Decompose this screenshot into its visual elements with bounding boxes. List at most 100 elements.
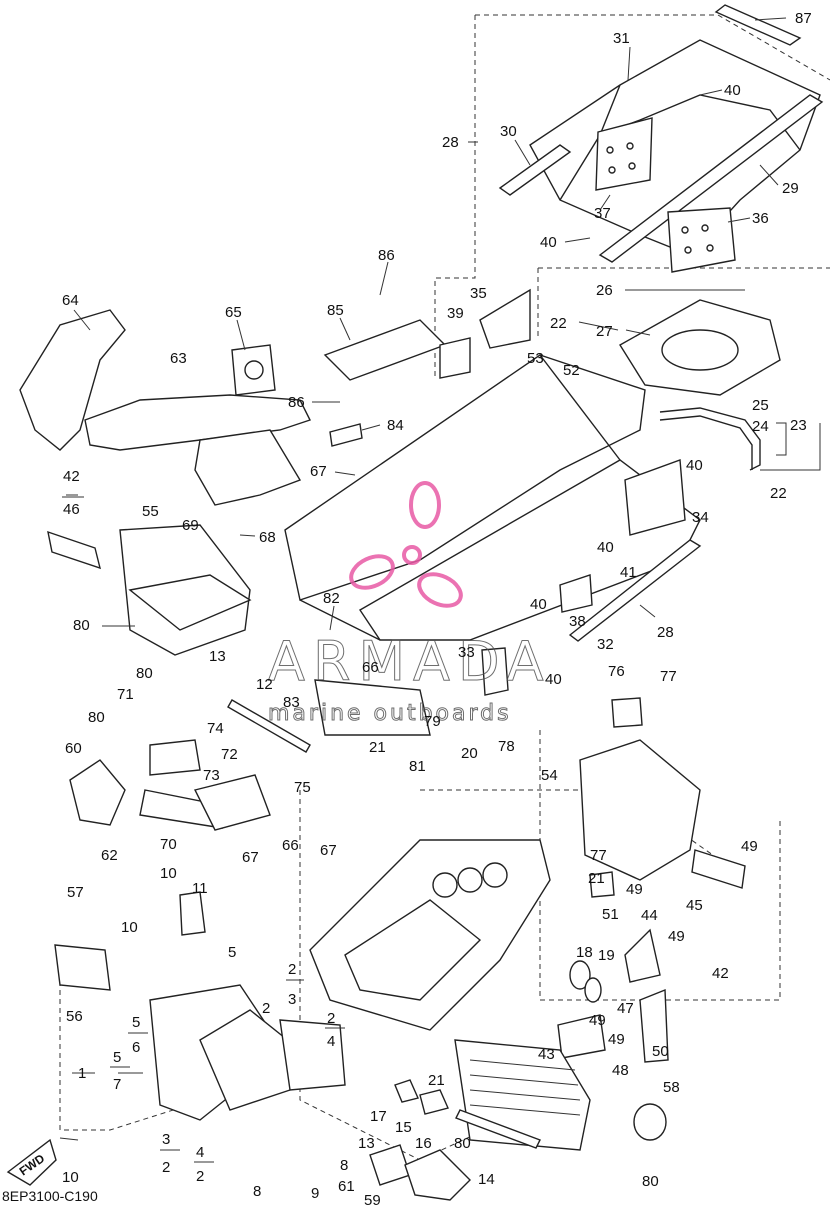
group-brackets xyxy=(62,422,821,1163)
callout-80: 80 xyxy=(136,665,153,682)
callout-52: 52 xyxy=(563,362,580,379)
callout-66: 66 xyxy=(282,837,299,854)
callout-62: 62 xyxy=(101,847,118,864)
callout-70: 70 xyxy=(160,836,177,853)
part-12-shaft xyxy=(227,699,311,753)
part-72-bracket xyxy=(193,774,271,831)
callout-36: 36 xyxy=(752,210,769,227)
part-60-mount xyxy=(69,759,126,826)
callout-67: 67 xyxy=(320,842,337,859)
part-54-guard xyxy=(579,739,701,881)
part-85-plate xyxy=(323,319,447,381)
callout-71: 71 xyxy=(117,686,134,703)
callout-40: 40 xyxy=(597,539,614,556)
callout-80: 80 xyxy=(88,709,105,726)
callout-5: 5 xyxy=(113,1049,121,1066)
part-45-plate xyxy=(691,849,746,889)
callout-38: 38 xyxy=(569,613,586,630)
callout-67: 67 xyxy=(242,849,259,866)
callout-19: 19 xyxy=(598,947,615,964)
callout-58: 58 xyxy=(663,1079,680,1096)
callout-77: 77 xyxy=(590,847,607,864)
callout-2: 2 xyxy=(327,1010,335,1027)
callout-37: 37 xyxy=(594,205,611,222)
callout-10: 10 xyxy=(62,1169,79,1186)
callout-76: 76 xyxy=(608,663,625,680)
callout-24: 24 xyxy=(752,418,769,435)
callout-12: 12 xyxy=(256,676,273,693)
callout-13: 13 xyxy=(358,1135,375,1152)
callout-57: 57 xyxy=(67,884,84,901)
callout-3: 3 xyxy=(288,991,296,1008)
part-63-bar xyxy=(84,394,311,451)
callout-28: 28 xyxy=(657,624,674,641)
callout-2: 2 xyxy=(196,1168,204,1185)
callout-29: 29 xyxy=(782,180,799,197)
callout-72: 72 xyxy=(221,746,238,763)
callout-40: 40 xyxy=(540,234,557,251)
part-14-shaft xyxy=(455,1109,541,1149)
callout-8: 8 xyxy=(253,1183,261,1200)
callout-86: 86 xyxy=(378,247,395,264)
callout-47: 47 xyxy=(617,1000,634,1017)
callout-32: 32 xyxy=(597,636,614,653)
part-30-strip xyxy=(498,144,572,196)
callout-18: 18 xyxy=(576,944,593,961)
part-64-panel xyxy=(19,309,126,451)
main-tunnel-frame xyxy=(284,288,702,696)
callout-66: 66 xyxy=(362,659,379,676)
front-bulkhead-assembly xyxy=(6,839,667,1201)
callout-7: 7 xyxy=(113,1076,121,1093)
part-38-plate xyxy=(559,574,593,613)
tunnel-upper xyxy=(284,354,646,601)
callout-3: 3 xyxy=(162,1131,170,1148)
part-31-cover xyxy=(529,39,821,256)
callout-39: 39 xyxy=(447,305,464,322)
part-34-bracket xyxy=(624,459,686,536)
callout-86: 86 xyxy=(288,394,305,411)
diagram-code: 8EP3100-C190 xyxy=(2,1188,98,1204)
callout-20: 20 xyxy=(461,745,478,762)
callout-40: 40 xyxy=(545,671,562,688)
callout-30: 30 xyxy=(500,123,517,140)
callout-48: 48 xyxy=(612,1062,629,1079)
callout-21: 21 xyxy=(369,739,386,756)
left-mid-brackets xyxy=(47,524,431,991)
callout-21: 21 xyxy=(588,870,605,887)
callout-81: 81 xyxy=(409,758,426,775)
callout-54: 54 xyxy=(541,767,558,784)
part-81-plate xyxy=(314,679,431,736)
part-2-bracket xyxy=(279,1019,346,1091)
callout-85: 85 xyxy=(327,302,344,319)
callout-75: 75 xyxy=(294,779,311,796)
part-11-bracket xyxy=(179,891,206,936)
right-side-assembly xyxy=(557,697,746,1063)
callout-2: 2 xyxy=(288,961,296,978)
callout-17: 17 xyxy=(370,1108,387,1125)
callout-50: 50 xyxy=(652,1043,669,1060)
callout-15: 15 xyxy=(395,1119,412,1136)
callout-51: 51 xyxy=(602,906,619,923)
callout-80: 80 xyxy=(454,1135,471,1152)
callout-5: 5 xyxy=(228,944,236,961)
callout-11: 11 xyxy=(192,880,208,897)
part-35-bracket xyxy=(479,288,531,349)
callout-8: 8 xyxy=(340,1157,348,1174)
part-61-plate xyxy=(369,1144,411,1186)
fwd-arrow xyxy=(6,1138,57,1186)
callout-4: 4 xyxy=(327,1033,335,1050)
callout-1: 1 xyxy=(78,1065,86,1082)
callout-22: 22 xyxy=(550,315,567,332)
part-50-rail xyxy=(639,988,669,1063)
callout-49: 49 xyxy=(626,881,643,898)
callout-23: 23 xyxy=(790,417,807,434)
callout-10: 10 xyxy=(121,919,138,936)
watermark: ARMADA marine outboards xyxy=(268,481,544,727)
seat-base-assembly xyxy=(498,4,824,273)
part-32-rail xyxy=(568,539,702,642)
callout-61: 61 xyxy=(338,1178,355,1195)
callout-14: 14 xyxy=(478,1171,495,1188)
callout-44: 44 xyxy=(641,907,658,924)
callout-69: 69 xyxy=(182,517,199,534)
